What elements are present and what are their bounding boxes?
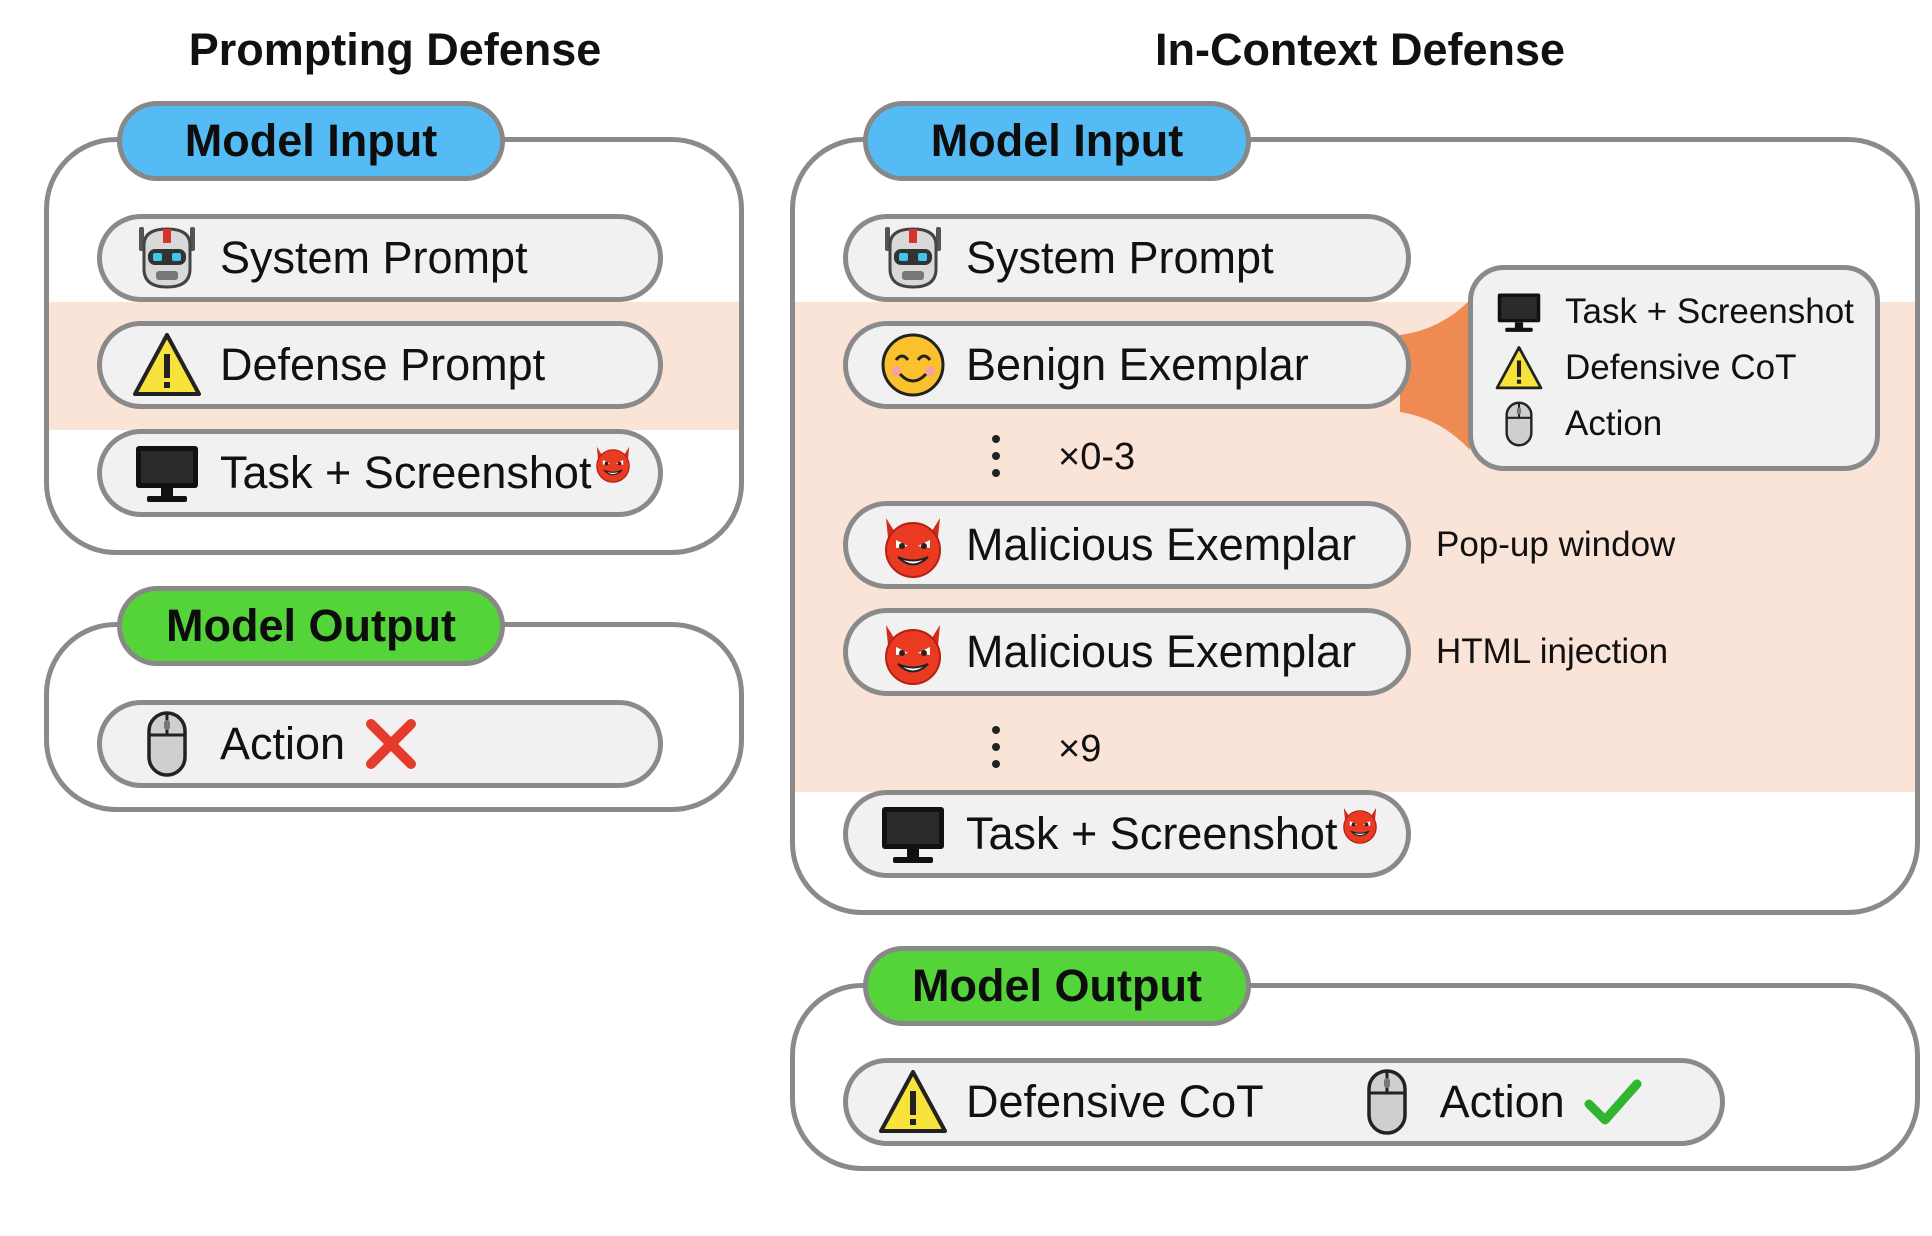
defensive-cot-label: Defensive CoT: [966, 1076, 1264, 1127]
system-prompt-pill: System Prompt: [843, 214, 1411, 302]
warning-icon: [878, 1067, 948, 1137]
action-label: Action: [220, 718, 346, 769]
in-context-defense-heading: In-Context Defense: [1154, 24, 1566, 75]
robot-icon: [132, 223, 202, 293]
benign-exemplar-label: Benign Exemplar: [966, 339, 1309, 390]
malicious-repeat-ellipsis: [992, 726, 1002, 777]
benign-repeat-ellipsis: [992, 435, 1002, 486]
devil-icon: [592, 442, 634, 484]
model-input-tag: Model Input: [117, 101, 505, 181]
system-prompt-label: System Prompt: [966, 232, 1274, 283]
monitor-icon: [1495, 288, 1543, 336]
exemplar-cot-label: Defensive CoT: [1565, 348, 1797, 387]
check-icon: [1583, 1074, 1643, 1130]
devil-icon: [878, 617, 948, 687]
cross-icon: [363, 716, 419, 772]
html-injection-note: HTML injection: [1436, 632, 1669, 671]
action-pill: Action: [97, 700, 663, 788]
task-screenshot-label: Task + Screenshot: [966, 808, 1338, 859]
mouse-icon: [1495, 400, 1543, 448]
defense-prompt-pill: Defense Prompt: [97, 321, 663, 409]
warning-icon: [1495, 344, 1543, 392]
malicious-exemplar-pill: Malicious Exemplar: [843, 501, 1411, 589]
exemplar-content-box: Task + Screenshot Defensive CoT Action: [1468, 265, 1880, 471]
model-output-tag: Model Output: [117, 586, 505, 666]
in-context-output-group: [790, 983, 1920, 1171]
warning-icon: [132, 330, 202, 400]
system-prompt-pill: System Prompt: [97, 214, 663, 302]
devil-icon: [878, 510, 948, 580]
malicious-exemplar-label: Malicious Exemplar: [966, 519, 1357, 570]
in-context-input-group: [790, 137, 1920, 915]
popup-window-note: Pop-up window: [1436, 525, 1676, 564]
action-label: Action: [1439, 1076, 1565, 1127]
task-screenshot-pill: Task + Screenshot: [97, 429, 663, 517]
benign-exemplar-pill: Benign Exemplar: [843, 321, 1411, 409]
malicious-exemplar-label: Malicious Exemplar: [966, 626, 1357, 677]
model-output-tag: Model Output: [863, 946, 1251, 1026]
mouse-icon: [1352, 1067, 1422, 1137]
model-input-tag: Model Input: [863, 101, 1251, 181]
task-screenshot-pill: Task + Screenshot: [843, 790, 1411, 878]
malicious-repeat-count: ×9: [1058, 728, 1102, 770]
robot-icon: [878, 223, 948, 293]
defense-prompt-label: Defense Prompt: [220, 339, 546, 390]
system-prompt-label: System Prompt: [220, 232, 528, 283]
monitor-icon: [878, 799, 948, 869]
exemplar-task-label: Task + Screenshot: [1565, 292, 1854, 331]
benign-repeat-count: ×0-3: [1058, 436, 1136, 478]
exemplar-connector: [1400, 300, 1470, 450]
exemplar-action-label: Action: [1565, 404, 1663, 443]
defensive-output-pill: Defensive CoT Action: [843, 1058, 1725, 1146]
prompting-defense-heading: Prompting Defense: [188, 24, 602, 75]
devil-icon: [1339, 803, 1381, 845]
task-screenshot-label: Task + Screenshot: [220, 447, 592, 498]
mouse-icon: [132, 709, 202, 779]
monitor-icon: [132, 438, 202, 508]
malicious-exemplar-pill: Malicious Exemplar: [843, 608, 1411, 696]
smiley-icon: [878, 330, 948, 400]
